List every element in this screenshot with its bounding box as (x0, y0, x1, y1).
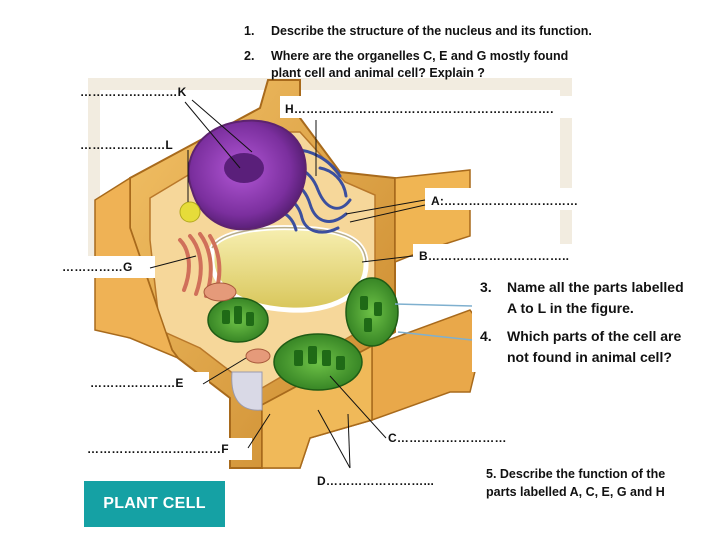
question-number: 3. (480, 279, 492, 295)
question-number: 1. (244, 24, 255, 38)
question-text-line2: parts labelled A, C, E, G and H (486, 485, 665, 499)
mitochondria (203, 282, 271, 364)
nucleolus (224, 153, 264, 183)
question-1: 1. Describe the structure of the nucleus… (244, 23, 704, 40)
question-text-line2: plant cell and animal cell? Explain ? (271, 66, 485, 80)
question-text-line1: 5. Describe the function of the (486, 467, 666, 481)
question-text: Describe the structure of the nucleus an… (271, 24, 592, 38)
question-number: 4. (480, 328, 492, 344)
pointer-lines-light (394, 303, 473, 341)
question-text-line2: A to L in the figure. (507, 300, 634, 316)
label-backgrounds (60, 96, 722, 516)
question-3: 3. Name all the parts labelled A to L in… (480, 277, 724, 321)
question-text-line1: Where are the organelles C, E and G most… (271, 49, 569, 63)
vesicle (179, 201, 201, 223)
label-d: D……………………... (317, 474, 435, 488)
chloroplasts (207, 277, 399, 391)
label-g: ……………G (62, 260, 133, 274)
question-text-line1: Name all the parts labelled (507, 279, 684, 295)
question-2: 2. Where are the organelles C, E and G m… (244, 48, 704, 84)
label-l: …………………L (80, 138, 173, 152)
question-number: 2. (244, 49, 255, 63)
plant-cell-title: PLANT CELL (84, 481, 225, 527)
label-c: C……………………… (388, 431, 507, 445)
pointer-lines (149, 99, 426, 469)
question-text-line2: not found in animal cell? (507, 349, 672, 365)
plasma-membrane (231, 371, 263, 411)
question-4: 4. Which parts of the cell are not found… (480, 326, 724, 370)
label-k: ……………………K (80, 85, 187, 99)
label-f: ……………………………F (87, 442, 229, 456)
label-e: …………………E (90, 376, 184, 390)
label-h: H………………………………………………………. (285, 102, 554, 116)
question-5: 5. Describe the function of the parts la… (486, 465, 665, 501)
question-text-line1: Which parts of the cell are (507, 328, 682, 344)
label-b: B…………………………….. (419, 249, 570, 263)
label-a: A:…………………………… (431, 194, 579, 208)
